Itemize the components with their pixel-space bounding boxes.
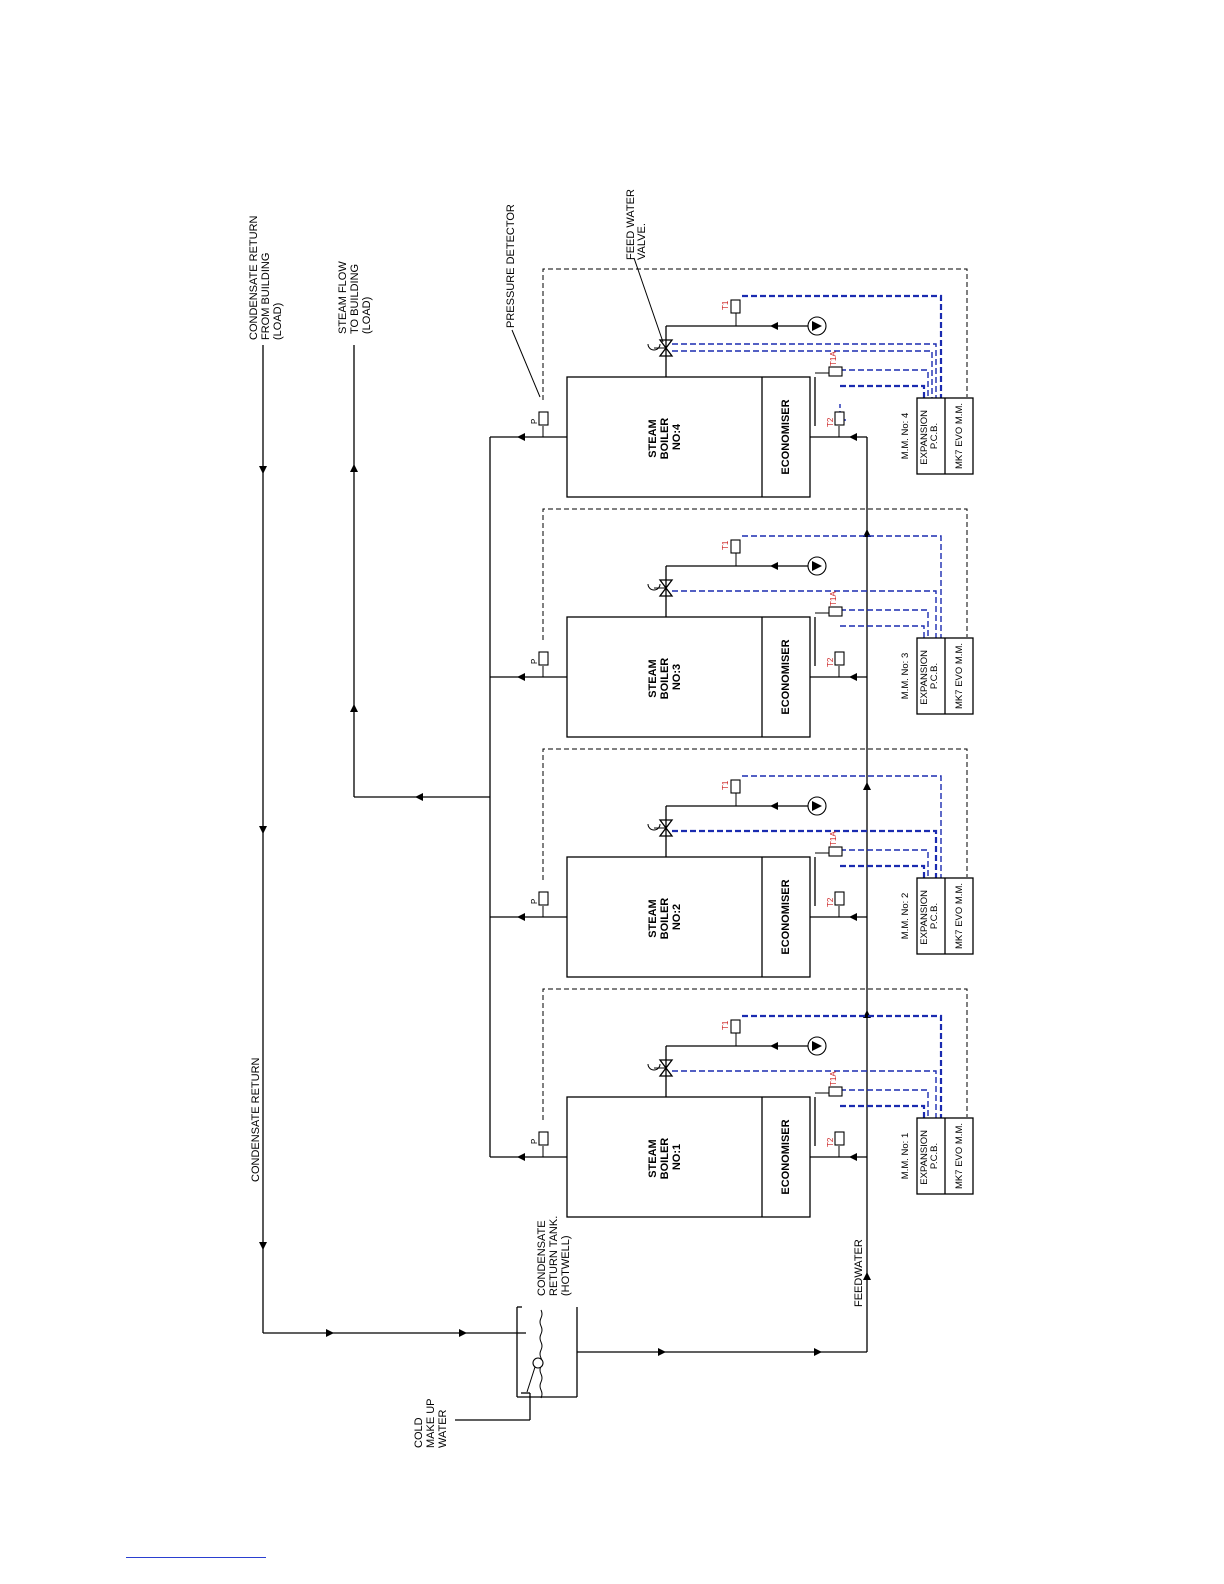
boiler-unit-1: P STEAM BOILER NO:1 ECONOMISER T2 T1 T1A… xyxy=(490,988,974,1218)
condensate-return-tank xyxy=(516,1306,578,1399)
condensate-return-line xyxy=(259,345,526,1337)
svg-text:MK7 EVO M.M.: MK7 EVO M.M. xyxy=(954,403,965,469)
condensate-return-label: CONDENSATE RETURN xyxy=(250,1057,262,1182)
feed-water-valve-1-icon xyxy=(658,1059,674,1077)
svg-text:P: P xyxy=(530,899,539,904)
svg-text:T1: T1 xyxy=(721,1020,730,1030)
mm-4-label: M.M. No: 4 xyxy=(900,413,911,459)
boiler-unit-2: P STEAM BOILER NO:2 ECONOMISER T2 T1 T1A… xyxy=(490,748,974,978)
svg-text:MK7 EVO M.M.: MK7 EVO M.M. xyxy=(954,1123,965,1189)
mm-3-label: M.M. No: 3 xyxy=(900,653,911,699)
svg-text:T1: T1 xyxy=(721,540,730,550)
mm-1-label: M.M. No: 1 xyxy=(900,1133,911,1179)
feedwater-label: FEEDWATER xyxy=(853,1239,865,1307)
footer-rule xyxy=(126,1557,266,1558)
economiser-2-label: ECONOMISER xyxy=(780,879,792,954)
svg-text:T1A: T1A xyxy=(829,1071,838,1086)
economiser-1-label: ECONOMISER xyxy=(780,1119,792,1194)
cold-make-up-water-label: COLD MAKE UP WATER xyxy=(413,1396,449,1448)
feed-water-valve-4-icon xyxy=(658,339,674,357)
steam-boiler-3 xyxy=(566,616,811,738)
svg-text:EXPANSION P.C.B.: EXPANSION P.C.B. xyxy=(919,647,940,704)
float-icon xyxy=(532,1357,544,1369)
feed-water-valve-leader xyxy=(633,257,664,343)
svg-text:T2: T2 xyxy=(826,1137,835,1147)
svg-text:T2: T2 xyxy=(826,897,835,907)
svg-text:T1A: T1A xyxy=(829,831,838,846)
steam-boiler-3-label: STEAM BOILER NO:3 xyxy=(647,655,683,700)
pressure-detector-leader xyxy=(511,329,541,398)
pressure-detector-label: PRESSURE DETECTOR xyxy=(505,204,517,328)
feed-water-valve-3-icon xyxy=(658,579,674,597)
condensate-return-tank-label: CONDENSATE RETURN TANK. (HOTWELL) xyxy=(536,1213,572,1296)
steam-boiler-2-label: STEAM BOILER NO:2 xyxy=(647,895,683,940)
steam-boiler-4-label: STEAM BOILER NO:4 xyxy=(647,415,683,460)
steam-flow-to-building-label: STEAM FLOW TO BUILDING (LOAD) xyxy=(337,258,373,334)
feed-water-valve-2-icon xyxy=(658,819,674,837)
boiler-unit-4: P STEAM BOILER NO:4 ECONOMISER T2 T1 T1A… xyxy=(490,268,974,498)
mm-2-label: M.M. No: 2 xyxy=(900,893,911,939)
svg-text:EXPANSION P.C.B.: EXPANSION P.C.B. xyxy=(919,1127,940,1184)
svg-text:P: P xyxy=(530,419,539,424)
economiser-3-label: ECONOMISER xyxy=(780,639,792,714)
steam-boiler-2 xyxy=(566,856,811,978)
cold-make-up-water-line xyxy=(455,1392,531,1421)
svg-text:T2: T2 xyxy=(826,657,835,667)
steam-boiler-1-label: STEAM BOILER NO:1 xyxy=(647,1135,683,1180)
svg-text:EXPANSION P.C.B.: EXPANSION P.C.B. xyxy=(919,407,940,464)
condensate-return-from-building-label: CONDENSATE RETURN FROM BUILDING (LOAD) xyxy=(248,212,284,340)
boiler-unit-3: P STEAM BOILER NO:3 ECONOMISER T2 T1 T1A… xyxy=(490,508,974,738)
steam-flow-line xyxy=(350,345,491,1157)
svg-text:EXPANSION P.C.B.: EXPANSION P.C.B. xyxy=(919,887,940,944)
svg-text:T1A: T1A xyxy=(829,591,838,606)
economiser-4-label: ECONOMISER xyxy=(780,399,792,474)
svg-text:MK7 EVO M.M.: MK7 EVO M.M. xyxy=(954,883,965,949)
svg-text:T2: T2 xyxy=(826,417,835,427)
svg-text:T1A: T1A xyxy=(829,351,838,366)
svg-text:P: P xyxy=(530,659,539,664)
svg-text:T1: T1 xyxy=(721,780,730,790)
feed-water-valve-label: FEED WATER VALVE. xyxy=(625,186,648,260)
svg-text:P: P xyxy=(530,1139,539,1144)
svg-text:MK7 EVO M.M.: MK7 EVO M.M. xyxy=(954,643,965,709)
steam-boiler-4 xyxy=(566,376,811,498)
steam-boiler-1 xyxy=(566,1096,811,1218)
svg-text:T1: T1 xyxy=(721,300,730,310)
